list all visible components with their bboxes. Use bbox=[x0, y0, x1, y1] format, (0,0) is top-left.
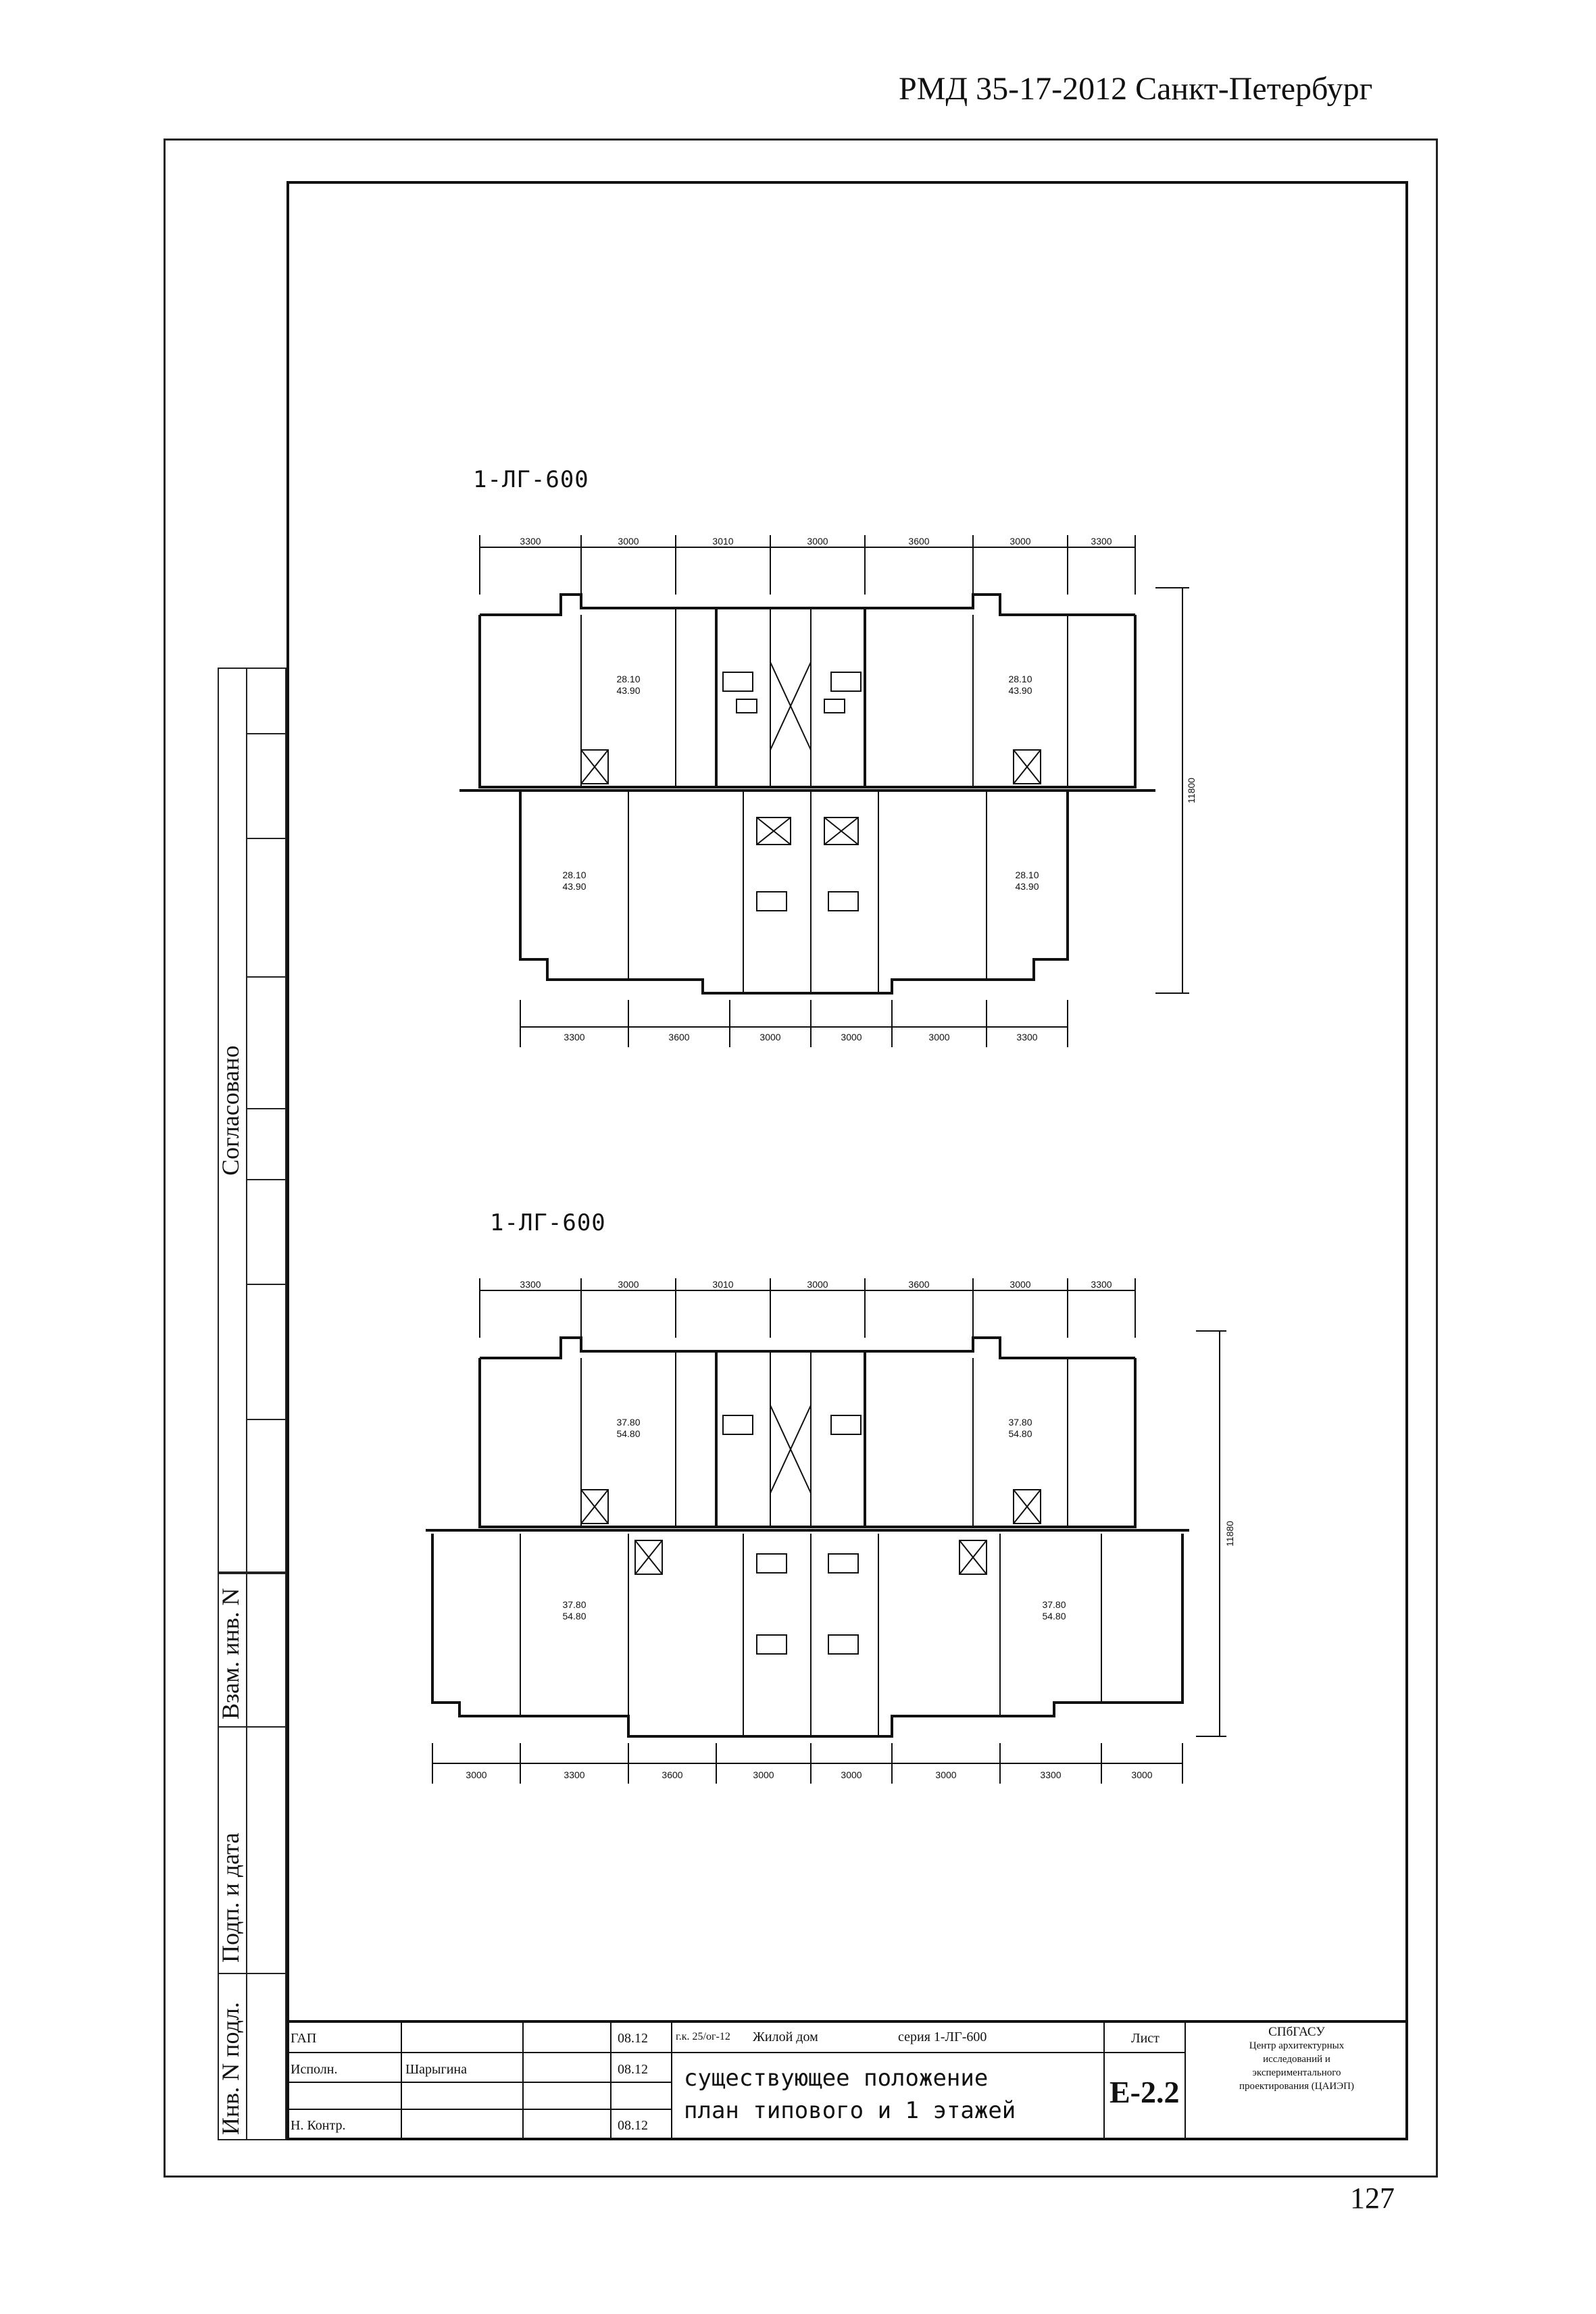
tb-object: Жилой дом bbox=[753, 2030, 818, 2044]
plan-2-bottom-dim: 3000 bbox=[841, 1769, 862, 1780]
plan-2-bottom-dim: 3000 bbox=[753, 1769, 774, 1780]
tb-date: 08.12 bbox=[618, 2031, 648, 2046]
tb-sheet-label: Лист bbox=[1131, 2031, 1159, 2046]
plan-2-top-dim: 3000 bbox=[1009, 1279, 1030, 1290]
plan-2-bottom-dim: 3000 bbox=[466, 1769, 487, 1780]
plan-2-top-dim: 3010 bbox=[712, 1279, 733, 1290]
plan-2-height-dim: 11880 bbox=[1224, 1521, 1235, 1546]
plan-1-apt-total: 43.90 bbox=[616, 685, 640, 696]
side-rule bbox=[247, 733, 286, 734]
tb-sheet-code: Е-2.2 bbox=[1109, 2075, 1180, 2109]
plan-1-apt-total: 43.90 bbox=[1015, 881, 1039, 892]
plan-2-top-dim: 3000 bbox=[618, 1279, 639, 1290]
plan-2-apt-total: 54.80 bbox=[616, 1428, 640, 1439]
side-stamp-divider bbox=[218, 668, 247, 2140]
plan-2-top-dim: 3600 bbox=[908, 1279, 929, 1290]
title-block: ГАП Исполн. Н. Контр. Шарыгина 08.12 08.… bbox=[286, 2020, 1408, 2140]
plan-1-top-dim: 3010 bbox=[712, 536, 733, 547]
side-label-replaced-inv: Взам. инв. N bbox=[217, 1588, 244, 1719]
plan-2-apt-living: 37.80 bbox=[616, 1417, 640, 1428]
plan-2-bottom-dim: 3000 bbox=[935, 1769, 956, 1780]
plan-1-apt-living: 28.10 bbox=[1015, 870, 1039, 880]
page-number: 127 bbox=[1350, 2182, 1395, 2215]
plan-2-apt-living: 37.80 bbox=[562, 1599, 586, 1610]
plan-1-top-dim: 3000 bbox=[618, 536, 639, 547]
plan-1-bottom-dim: 3000 bbox=[841, 1032, 862, 1042]
plan-2-bottom-dim: 3600 bbox=[662, 1769, 682, 1780]
floor-plan-1: 3300 3000 3010 3000 3600 3000 3300 3300 … bbox=[459, 535, 1197, 1047]
tb-doc-ref: г.к. 25/ог-12 bbox=[676, 2031, 730, 2042]
plan-2-apt-total: 54.80 bbox=[562, 1611, 586, 1621]
tb-date: 08.12 bbox=[618, 2062, 648, 2077]
plan-1-bottom-dim: 3300 bbox=[564, 1032, 584, 1042]
side-rule bbox=[247, 1284, 286, 1285]
plan-1-bottom-dim: 3600 bbox=[668, 1032, 689, 1042]
plan-2-bottom-dim: 3000 bbox=[1131, 1769, 1152, 1780]
plan-2-bottom-dim: 3300 bbox=[1040, 1769, 1061, 1780]
plan-1-label: 1-ЛГ-600 bbox=[473, 466, 589, 493]
plan-2-top-dim: 3300 bbox=[1091, 1279, 1112, 1290]
side-stamp-agreed-block bbox=[218, 668, 286, 1573]
side-label-agreed: Согласовано bbox=[217, 1045, 244, 1176]
side-rule bbox=[218, 1973, 286, 1974]
plan-1-height-dim: 11800 bbox=[1186, 778, 1197, 803]
plan-2-top-dim: 3300 bbox=[520, 1279, 541, 1290]
plan-2-apt-total: 54.80 bbox=[1042, 1611, 1066, 1621]
tb-role: Исполн. bbox=[291, 2062, 338, 2077]
title-block-grid bbox=[286, 2020, 1408, 2140]
side-label-sign-date: Подп. и дата bbox=[217, 1832, 244, 1963]
tb-role: Н. Контр. bbox=[291, 2118, 346, 2133]
floor-plan-2: 3300 3000 3010 3000 3600 3000 3300 3000 … bbox=[426, 1278, 1235, 1784]
tb-date: 08.12 bbox=[618, 2118, 648, 2133]
side-rule bbox=[247, 1179, 286, 1180]
side-stamp-lower-block bbox=[218, 1573, 286, 2140]
tb-organization: СПбГАСУ Центр архитектурных исследований… bbox=[1189, 2026, 1405, 2093]
tb-org-line: СПбГАСУ bbox=[1268, 2025, 1325, 2039]
plan-1-apt-total: 43.90 bbox=[1008, 685, 1032, 696]
plan-1-bottom-dim: 3000 bbox=[759, 1032, 780, 1042]
tb-org-line: исследований и bbox=[1263, 2054, 1330, 2065]
tb-role: ГАП bbox=[291, 2031, 317, 2046]
side-rule bbox=[247, 1108, 286, 1109]
tb-title-line1: существующее положение bbox=[684, 2065, 989, 2092]
plan-2-bottom-dim: 3300 bbox=[564, 1769, 584, 1780]
tb-org-line: Центр архитектурных bbox=[1249, 2040, 1345, 2051]
tb-title-line2: план типового и 1 этажей bbox=[684, 2097, 1016, 2124]
plan-2-apt-living: 37.80 bbox=[1008, 1417, 1032, 1428]
plan-1-apt-living: 28.10 bbox=[616, 674, 640, 684]
sheet-outer-frame bbox=[164, 139, 1438, 2178]
tb-org-line: экспериментального bbox=[1252, 2067, 1341, 2078]
plan-1-apt-living: 28.10 bbox=[562, 870, 586, 880]
plan-1-bottom-dim: 3300 bbox=[1016, 1032, 1037, 1042]
side-label-inv-original: Инв. N подл. bbox=[217, 2002, 244, 2135]
side-rule bbox=[218, 1726, 286, 1728]
document-code: РМД 35-17-2012 Санкт-Петербург bbox=[899, 71, 1373, 107]
plan-2-top-dim: 3000 bbox=[807, 1279, 828, 1290]
side-rule bbox=[247, 838, 286, 839]
tb-series: серия 1-ЛГ-600 bbox=[898, 2030, 987, 2044]
plan-1-apt-living: 28.10 bbox=[1008, 674, 1032, 684]
tb-name: Шарыгина bbox=[405, 2062, 467, 2077]
plan-1-top-dim: 3600 bbox=[908, 536, 929, 547]
plan-1-top-dim: 3000 bbox=[807, 536, 828, 547]
plan-1-apt-total: 43.90 bbox=[562, 881, 586, 892]
plan-1-top-dim: 3000 bbox=[1009, 536, 1030, 547]
plan-2-apt-living: 37.80 bbox=[1042, 1599, 1066, 1610]
plan-2-apt-total: 54.80 bbox=[1008, 1428, 1032, 1439]
side-rule bbox=[247, 976, 286, 978]
plan-1-bottom-dim: 3000 bbox=[928, 1032, 949, 1042]
tb-org-line: проектирования (ЦАИЭП) bbox=[1239, 2081, 1354, 2092]
plan-2-label: 1-ЛГ-600 bbox=[490, 1209, 606, 1236]
plan-1-top-dim: 3300 bbox=[520, 536, 541, 547]
plan-1-top-dim: 3300 bbox=[1091, 536, 1112, 547]
side-rule bbox=[247, 1419, 286, 1420]
sheet-inner-frame bbox=[286, 181, 1408, 2140]
